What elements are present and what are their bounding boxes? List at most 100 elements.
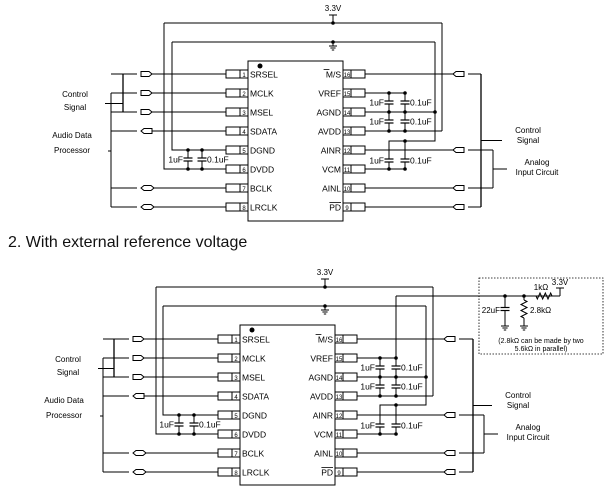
vcm-gnd-wire	[379, 377, 427, 417]
capacitor: 1uF	[369, 152, 394, 169]
pin-label: DVDD	[242, 430, 266, 440]
resistor-zigzag	[535, 291, 553, 301]
capacitor: 0.1uF	[189, 415, 221, 434]
label-analog-input: Input Circuit	[507, 433, 550, 442]
connector-shape	[140, 185, 155, 191]
pin-label: SDATA	[242, 392, 269, 402]
label-audio-processor: Audio Data	[52, 131, 92, 140]
pin-label: VCM	[314, 430, 333, 440]
ic-chip	[239, 324, 336, 486]
pin-label: AGND	[308, 373, 333, 383]
connector-shape	[132, 355, 145, 361]
pin-number: 7	[234, 452, 238, 458]
supply-icon	[329, 14, 337, 21]
resistor-value: 1kΩ	[534, 283, 548, 292]
label-control-signal: Signal	[517, 136, 539, 145]
io-connector-icon	[140, 109, 153, 115]
ground-icon	[520, 322, 528, 331]
connector-shape	[443, 336, 456, 342]
io-connector-icon	[452, 204, 465, 210]
pin-label: PD	[321, 468, 333, 478]
io-connector-icon	[140, 128, 153, 134]
dvdd-wire	[155, 287, 218, 435]
pin-number: 3	[242, 111, 246, 117]
pin-label: VCM	[322, 165, 341, 175]
pin-number: 6	[234, 433, 238, 439]
cap-value: 1uF	[360, 382, 375, 392]
cap-value: 0.1uF	[401, 421, 423, 431]
cap-value: 0.1uF	[410, 98, 432, 108]
connector-shape	[140, 204, 155, 210]
connector-shape	[452, 71, 465, 77]
supply-icon	[321, 278, 329, 285]
capacitor: 0.1uF	[400, 93, 432, 112]
cap-value: 1uF	[369, 156, 384, 166]
pin-number: 1	[234, 338, 238, 344]
capacitor: 1uF	[360, 417, 385, 434]
connector-shape	[132, 336, 145, 342]
pin-number: 15	[336, 357, 343, 363]
pin-number: 6	[242, 168, 246, 174]
pin-label: SRSEL	[242, 335, 270, 345]
io-connector-icon	[132, 393, 145, 399]
pin-label: AVDD	[310, 392, 333, 402]
label-analog-input: Input Circuit	[516, 168, 559, 177]
pin-label: MCLK	[250, 89, 274, 99]
supply-label: 3.3V	[552, 278, 569, 287]
resistor	[535, 291, 553, 301]
pin1-marker	[249, 327, 255, 333]
pin-left-bclk: 7 BCLK	[217, 448, 265, 459]
vcm-gnd-wire	[388, 112, 436, 152]
resistor-zigzag	[519, 299, 529, 319]
connector-shape	[140, 128, 153, 134]
pin-number: 8	[242, 206, 246, 212]
connector-shape	[452, 147, 465, 153]
capacitor: 1uF	[360, 358, 385, 377]
pin-number: 13	[336, 395, 343, 401]
connector-shape	[132, 374, 145, 380]
pin-label: VREF	[310, 354, 333, 364]
ic-chip	[247, 60, 344, 222]
pin-number: 12	[336, 414, 343, 420]
io-connector-icon	[452, 71, 465, 77]
pin-number: 4	[234, 395, 238, 401]
connector-shape	[452, 185, 465, 191]
ground-icon	[501, 322, 509, 331]
pin-label: VREF	[318, 89, 341, 99]
cap-value: 1uF	[168, 155, 183, 165]
capacitor: 0.1uF	[400, 112, 432, 131]
pin-number: 7	[242, 187, 246, 193]
pin-label: BCLK	[250, 184, 273, 194]
io-connector-icon	[443, 412, 456, 418]
pin-number: 5	[234, 414, 238, 420]
pin-number: 13	[344, 130, 351, 136]
pin-label: AINL	[314, 449, 333, 459]
label-control-signal: Control	[515, 126, 541, 135]
label-control-signal: Control	[55, 355, 81, 364]
cap-value: 1uF	[369, 98, 384, 108]
io-connector-icon	[452, 147, 465, 153]
label-audio-processor: Audio Data	[44, 396, 84, 405]
pin-number: 2	[234, 357, 238, 363]
note-text: (2.8kΩ can be made by two	[498, 338, 583, 345]
capacitor: 1uF	[159, 415, 184, 434]
capacitor	[500, 296, 510, 322]
pin-right-m-s: 16M/S	[315, 334, 358, 345]
pin-right-pd: 9PD	[329, 202, 366, 213]
pin-number: 15	[344, 92, 351, 98]
pin-number: 4	[242, 130, 246, 136]
pin-label: BCLK	[242, 449, 265, 459]
pin-label: M/S	[318, 335, 333, 345]
pin-number: 10	[344, 187, 351, 193]
connector-shape	[140, 71, 153, 77]
pin-number: 14	[336, 376, 343, 382]
cap-value: 0.1uF	[410, 117, 432, 127]
